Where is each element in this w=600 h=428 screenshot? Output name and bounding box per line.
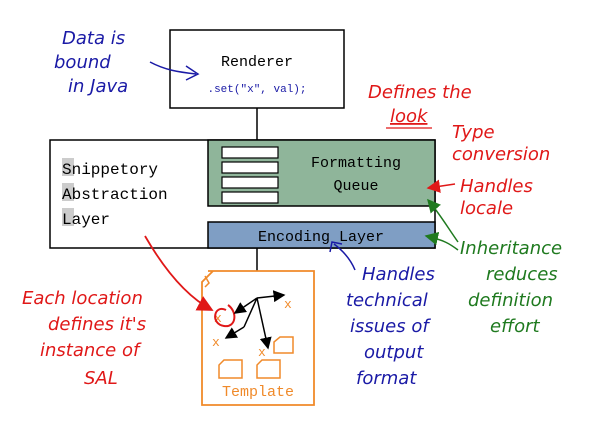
- annotation-handles-locale: Handles locale: [426, 176, 533, 219]
- nested-snippet-icon: [256, 359, 281, 379]
- sal-line-2: Abstraction: [62, 186, 168, 204]
- sal-line-1: Snippetory: [62, 161, 158, 179]
- svg-text:output: output: [364, 342, 424, 363]
- svg-text:Data is: Data is: [62, 28, 125, 49]
- nested-snippet-icon: [218, 359, 243, 379]
- svg-text:look: look: [390, 106, 429, 127]
- annotation-defines-look: Defines the look: [368, 82, 472, 129]
- svg-text:Handles: Handles: [362, 264, 435, 285]
- encoding-layer-box: Encoding Layer: [207, 221, 436, 249]
- annotation-type-conversion: Type conversion: [452, 122, 550, 165]
- annotation-each-location: Each location defines it's instance of S…: [22, 235, 214, 389]
- renderer-code: .set("x", val);: [207, 84, 306, 96]
- svg-text:Defines the: Defines the: [368, 82, 472, 103]
- flow-arrow: [256, 290, 286, 303]
- svg-text:effort: effort: [490, 316, 540, 337]
- svg-text:in Java: in Java: [68, 76, 128, 97]
- svg-text:Type: Type: [452, 122, 495, 143]
- svg-text:reduces: reduces: [486, 264, 558, 285]
- flow-arrow: [256, 297, 272, 350]
- template-mark-x: x: [214, 311, 222, 326]
- formatting-line-2: Queue: [333, 178, 378, 195]
- svg-text:conversion: conversion: [452, 144, 550, 165]
- template-mark-x: x: [212, 335, 220, 350]
- template-label: Template: [222, 384, 294, 401]
- queue-slot: [221, 161, 279, 174]
- annotation-handles-technical: Handles technical issues of output forma…: [329, 241, 435, 389]
- template-mark-x: x: [258, 345, 266, 360]
- encoding-label: Encoding Layer: [258, 229, 384, 246]
- flow-arrow: [243, 297, 258, 328]
- svg-text:Each location: Each location: [22, 288, 143, 309]
- svg-text:issues of: issues of: [350, 316, 431, 337]
- nested-snippet-icon: [273, 336, 294, 354]
- flow-arrow: [233, 297, 258, 314]
- formatting-line-1: Formatting: [311, 155, 401, 172]
- annotation-inheritance: Inheritance reduces definition effort: [424, 198, 562, 337]
- formatting-queue-box: Formatting Queue: [207, 139, 436, 207]
- svg-text:Handles: Handles: [460, 176, 533, 197]
- svg-text:Inheritance: Inheritance: [460, 238, 562, 259]
- template-mark-x: x: [284, 297, 292, 312]
- flow-arrow: [224, 326, 245, 339]
- svg-text:technical: technical: [346, 290, 428, 311]
- svg-text:locale: locale: [460, 198, 513, 219]
- template-document: x x x x Template: [201, 270, 315, 406]
- queue-slot: [221, 146, 279, 159]
- sal-line-3: Layer: [62, 211, 110, 229]
- svg-text:SAL: SAL: [84, 368, 118, 389]
- svg-text:definition: definition: [468, 290, 553, 311]
- queue-slot: [221, 176, 279, 189]
- annotation-data-bound: Data is bound in Java: [54, 28, 200, 97]
- svg-text:format: format: [356, 368, 417, 389]
- renderer-box: Renderer .set("x", val);: [169, 29, 345, 109]
- renderer-title: Renderer: [221, 54, 293, 71]
- svg-text:instance of: instance of: [40, 340, 142, 361]
- queue-slot: [221, 191, 279, 204]
- svg-text:bound: bound: [54, 52, 111, 73]
- svg-text:defines it's: defines it's: [48, 314, 146, 335]
